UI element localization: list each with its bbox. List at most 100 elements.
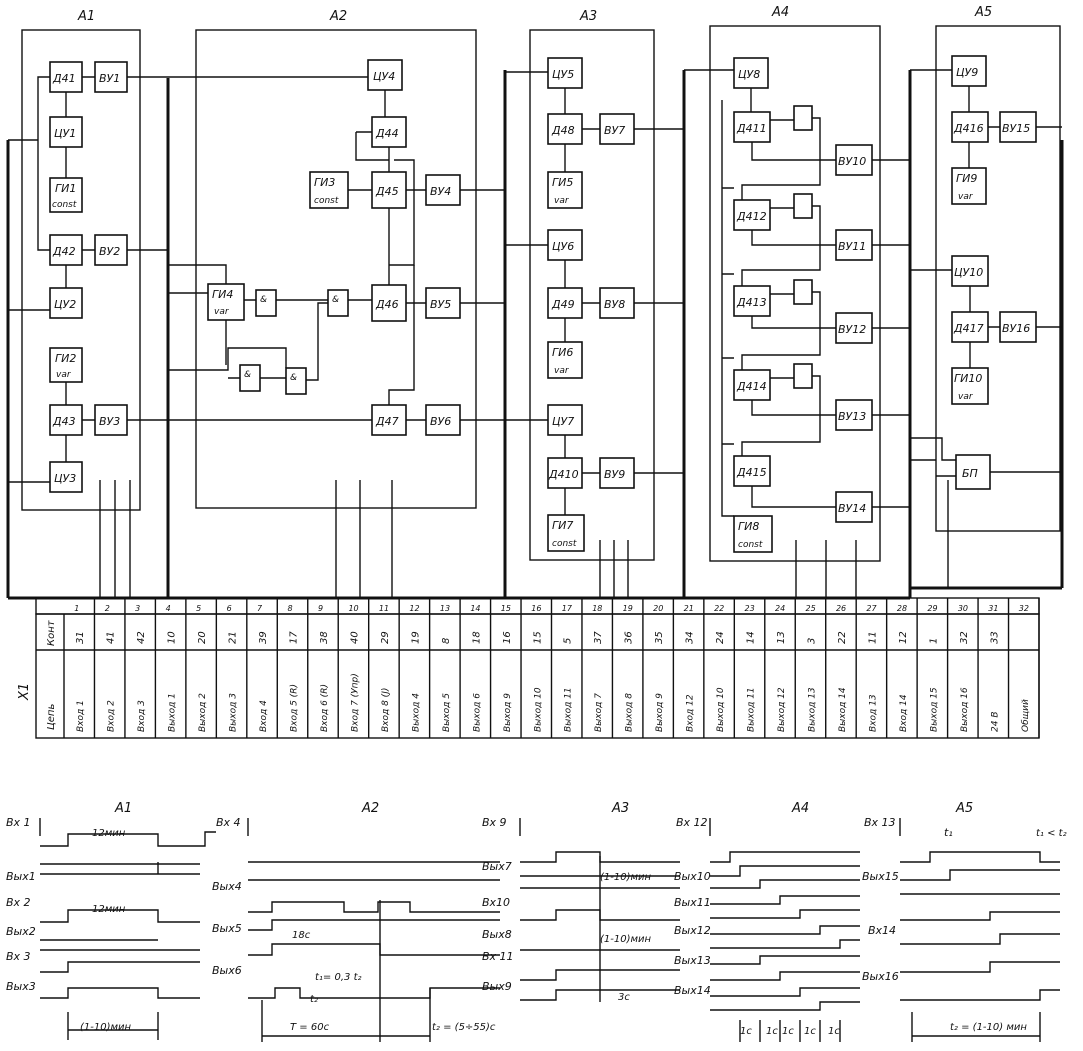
connector-signal: Вход 8 (J): [381, 688, 391, 732]
timing-a1-label: Вых2: [6, 925, 36, 938]
svg-text:ЦУ8: ЦУ8: [738, 68, 760, 81]
module-a2-blocks: ЦУ4 Д44 ГИ3 const Д45 ВУ4 ГИ4 var Д46 ВУ…: [207, 59, 461, 436]
svg-text:Д41: Д41: [52, 72, 76, 85]
svg-text:ВУ11: ВУ11: [838, 240, 866, 253]
timing-a4-label: Вых12: [674, 924, 711, 937]
block-cu1: [49, 116, 83, 148]
timing-a1-label: Вых3: [6, 980, 36, 993]
connector-contact: 32: [959, 631, 970, 644]
svg-text:ГИ6: ГИ6: [552, 346, 573, 359]
connector-pin-number: 14: [470, 604, 480, 613]
svg-text:var: var: [958, 192, 974, 202]
svg-text:Д413: Д413: [736, 296, 767, 309]
connector-contact: 11: [867, 631, 878, 644]
timing-a1-label: Вых1: [6, 870, 36, 883]
connector-contact: 21: [228, 631, 239, 644]
connector-pin-number: 11: [379, 604, 389, 613]
connector-pin-number: 30: [958, 604, 968, 613]
timing-a2-label: Вых5: [212, 922, 242, 935]
connector-contact: 19: [410, 631, 421, 644]
block-gi2: [49, 347, 83, 383]
svg-text:Д410: Д410: [548, 468, 579, 481]
svg-text:ЦУ3: ЦУ3: [54, 472, 76, 485]
block-d415: [733, 455, 771, 487]
connector-signal: 24 В: [990, 712, 1000, 733]
module-a4-wiring: [684, 69, 910, 598]
timing-a4-note: 1с: [782, 1026, 794, 1037]
timing-a5-note: t₁: [944, 826, 953, 839]
timing-a4-label: Вх 12: [676, 816, 708, 829]
svg-text:ВУ16: ВУ16: [1002, 322, 1030, 335]
block-d416: [951, 111, 989, 143]
connector-pin-number: 15: [501, 604, 511, 613]
connector-signal: Выход 3: [229, 693, 239, 732]
connector-name: X1: [17, 683, 32, 701]
timing-a3-note: (1-10)мин: [600, 872, 652, 883]
block-cu9: [951, 55, 987, 87]
bus-a5: [910, 140, 1064, 590]
connector-contact: 16: [502, 631, 513, 644]
timing-a4-label: Вых14: [674, 984, 711, 997]
svg-text:Д43: Д43: [52, 415, 76, 428]
svg-text:ГИ9: ГИ9: [956, 172, 977, 185]
gate-a4-1: [793, 105, 813, 131]
module-a4-frame: [709, 25, 881, 562]
connector-signal-label: Цепь: [46, 704, 57, 730]
timing-a2-label: Вых6: [212, 964, 242, 977]
svg-text:var: var: [958, 392, 974, 402]
timing-a3-note: 3с: [618, 992, 630, 1003]
module-a2-label: A2: [329, 9, 347, 24]
connector-contact: 17: [289, 631, 300, 644]
svg-text:ГИ7: ГИ7: [552, 519, 573, 532]
svg-text:Д49: Д49: [551, 298, 575, 311]
connector-pin-number: 29: [927, 604, 937, 613]
timing-a4-title: A4: [791, 801, 809, 816]
svg-text:const: const: [552, 539, 577, 549]
svg-text:ЦУ9: ЦУ9: [956, 66, 978, 79]
module-a2-wiring: [168, 76, 505, 598]
connector-pin-number: 7: [257, 604, 263, 613]
svg-text:ГИ4: ГИ4: [212, 288, 233, 301]
svg-text:Д415: Д415: [736, 466, 767, 479]
connector-contact: 18: [471, 631, 482, 644]
block-cu3: [49, 461, 83, 493]
timing-a4-label: Вых13: [674, 954, 711, 967]
svg-text:const: const: [52, 200, 77, 210]
block-gi3: [309, 171, 349, 209]
svg-text:ГИ2: ГИ2: [55, 352, 76, 365]
connector-pin-number: 6: [227, 604, 232, 613]
connector-pin-number: 10: [348, 604, 358, 613]
block-vu9: [599, 457, 635, 489]
connector-signal: Выход 8: [625, 693, 635, 732]
svg-text:ВУ5: ВУ5: [430, 298, 451, 311]
connector-pin-number: 2: [105, 604, 110, 613]
svg-text:&: &: [244, 370, 251, 380]
timing-a4-note: 1с: [740, 1026, 752, 1037]
timing-a4-label: Вых11: [674, 896, 711, 909]
block-cu2: [49, 287, 83, 319]
timing-a4-note: 1с: [766, 1026, 778, 1037]
timing-a1-label: Вх 2: [6, 896, 31, 909]
connector-signal: Выход 7: [594, 693, 604, 732]
connector-contact: 39: [258, 631, 269, 644]
connector-contact: 35: [654, 631, 665, 644]
connector-signal: Выход 10: [716, 687, 726, 732]
block-gi10: [951, 367, 989, 405]
connector-signal: Вход 3: [137, 700, 147, 732]
connector-signal: Выход 9: [503, 693, 513, 732]
connector-signal: Выход 10: [533, 687, 543, 732]
bus-a1: [6, 78, 170, 600]
block-cu10: [951, 255, 989, 287]
gate-a4-3: [793, 279, 813, 305]
connector-contact: 14: [746, 631, 757, 644]
module-a1-wiring: [8, 76, 168, 598]
svg-text:Д45: Д45: [375, 185, 399, 198]
timing-a2-note: t₂ = (5÷55)с: [432, 1022, 496, 1033]
timing-a2-note: t₂: [310, 994, 318, 1005]
svg-text:ЦУ10: ЦУ10: [954, 266, 983, 279]
svg-text:Д416: Д416: [953, 122, 984, 135]
